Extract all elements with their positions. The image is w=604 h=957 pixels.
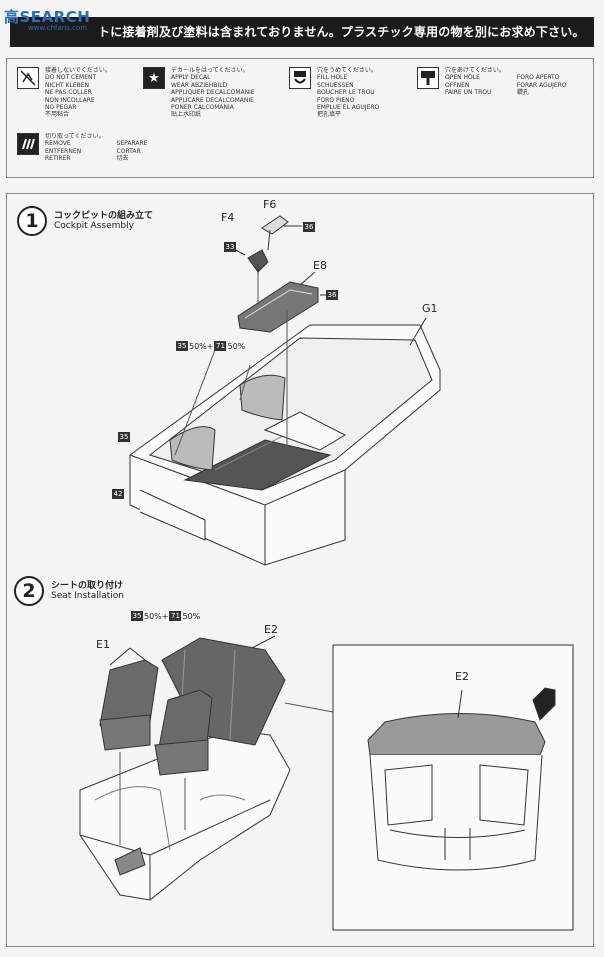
- legend-text: OPEN HOLE: [445, 74, 480, 82]
- fill-hole-icon: [289, 67, 311, 89]
- legend-open-hole: 穴をあけてください。 OPEN HOLE OFFNEN FAIRE UN TRO…: [417, 67, 567, 97]
- legend-text: SCHUESSEN: [317, 81, 354, 89]
- legend-text: FILL HOLE: [317, 74, 348, 82]
- part-e8-label: E8: [313, 259, 327, 272]
- part-f4-label: F4: [221, 211, 235, 224]
- part-f6-label: F6: [263, 198, 277, 211]
- legend-text: BOUCHER LE TROU: [317, 89, 375, 97]
- step-2-title-en: Seat Installation: [51, 591, 125, 601]
- legend-text: WEAR ABZIEHBILD: [171, 81, 228, 89]
- paint-pct-a: 50%+: [144, 611, 169, 621]
- step-1-title-jp: コックピットの組み立て: [54, 211, 154, 221]
- legend-text: CORTAR: [116, 147, 141, 155]
- legend-text: REMOVE: [45, 140, 71, 148]
- legend-text: EMPLUE EL AGUJERO: [317, 103, 380, 111]
- legend-text: FORO PIENO: [317, 96, 355, 104]
- legend-text: NON INCOLLARE: [45, 96, 95, 104]
- symbol-legend: 接着しないでください。 DO NOT CEMENT NICHT KLEBEN N…: [6, 58, 594, 178]
- step-2-number: 2: [14, 576, 44, 606]
- legend-remove: 切り取ってください。 REMOVE ENTFERNEN RETIRER SEPA…: [17, 133, 147, 163]
- legend-text: OFFNEN: [445, 81, 470, 89]
- part-e2-label: E2: [264, 623, 278, 636]
- paint-pct-a: 50%+: [189, 341, 214, 351]
- legend-text: 穴をあけてください。: [445, 67, 505, 74]
- legend-text: APPLIQUER DECALCOMANIE: [171, 89, 255, 97]
- paint-code-42: 42: [112, 489, 124, 499]
- legend-text: APPLY DECAL: [171, 74, 211, 82]
- legend-text: DO NOT CEMENT: [45, 74, 97, 82]
- legend-text: PONER CALCOMANIA: [171, 103, 234, 111]
- paint-code-36: 36: [303, 222, 315, 232]
- legend-text: 不用粘合: [45, 111, 70, 119]
- legend-text: FAIRE UN TROU: [445, 89, 492, 97]
- legend-no-cement: 接着しないでください。 DO NOT CEMENT NICHT KLEBEN N…: [17, 67, 111, 119]
- legend-text: ENTFERNEN: [45, 147, 82, 155]
- remove-icon: [17, 133, 39, 155]
- step-2-title-jp: シートの取り付け: [51, 581, 124, 591]
- no-cement-icon: [17, 67, 39, 89]
- step-1-title-en: Cockpit Assembly: [54, 221, 134, 231]
- legend-text: NE PAS COLLER: [45, 89, 92, 97]
- legend-text: デカールをはってください。: [171, 67, 249, 74]
- legend-text: FORO APERTO: [516, 74, 560, 82]
- paint-mix-step2: 35 50%+ 71 50%: [131, 611, 200, 621]
- paint-pct-b: 50%: [182, 611, 201, 621]
- legend-text: NICHT KLEBEN: [45, 81, 89, 89]
- part-e1-label: E1: [96, 638, 110, 651]
- legend-text: RETIRER: [45, 155, 71, 163]
- legend-text: 接着しないでください。: [45, 67, 111, 74]
- paint-code-35: 35: [118, 432, 130, 442]
- watermark-logo: 高SEARCH: [4, 8, 91, 26]
- legend-text: 切去: [116, 155, 129, 163]
- paint-code-33: 33: [224, 242, 236, 252]
- assembly-steps-panel: [6, 193, 594, 947]
- part-g1-label: G1: [422, 302, 438, 315]
- legend-text: NO PEGAR: [45, 103, 77, 111]
- header-banner: トに接着剤及び塗料は含まれておりません。プラスチック専用の物を別にお求め下さい。: [10, 17, 594, 47]
- legend-text: FORAR AGUJERO: [516, 81, 567, 89]
- paint-pct-b: 50%: [227, 341, 246, 351]
- step-1-number: 1: [17, 206, 47, 236]
- paint-code-71: 71: [214, 341, 227, 351]
- legend-text: SEPARARE: [116, 140, 148, 148]
- legend-text: APPLICARE DECALCOMANIE: [171, 96, 254, 104]
- apply-decal-icon: ★: [143, 67, 165, 89]
- paint-mix-step1: 35 50%+ 71 50%: [176, 341, 245, 351]
- paint-code-35: 36: [326, 290, 338, 300]
- paint-code-35: 35: [131, 611, 143, 621]
- legend-text: 切り取ってください。: [45, 133, 105, 140]
- legend-text: 把孔填平: [317, 111, 342, 119]
- legend-apply-decal: ★ デカールをはってください。 APPLY DECAL WEAR ABZIEHB…: [143, 67, 255, 119]
- paint-code-71: 71: [169, 611, 182, 621]
- watermark-url: www.chfans.com: [28, 24, 88, 32]
- legend-fill-hole: 穴をうめてください。 FILL HOLE SCHUESSEN BOUCHER L…: [289, 67, 379, 119]
- legend-text: 穴をうめてください。: [317, 67, 377, 74]
- open-hole-icon: [417, 67, 439, 89]
- legend-text: 贴上水印纸: [171, 111, 202, 119]
- part-e2-detail-label: E2: [455, 670, 469, 683]
- paint-code-35: 35: [176, 341, 188, 351]
- legend-text: 鑽孔: [516, 89, 529, 97]
